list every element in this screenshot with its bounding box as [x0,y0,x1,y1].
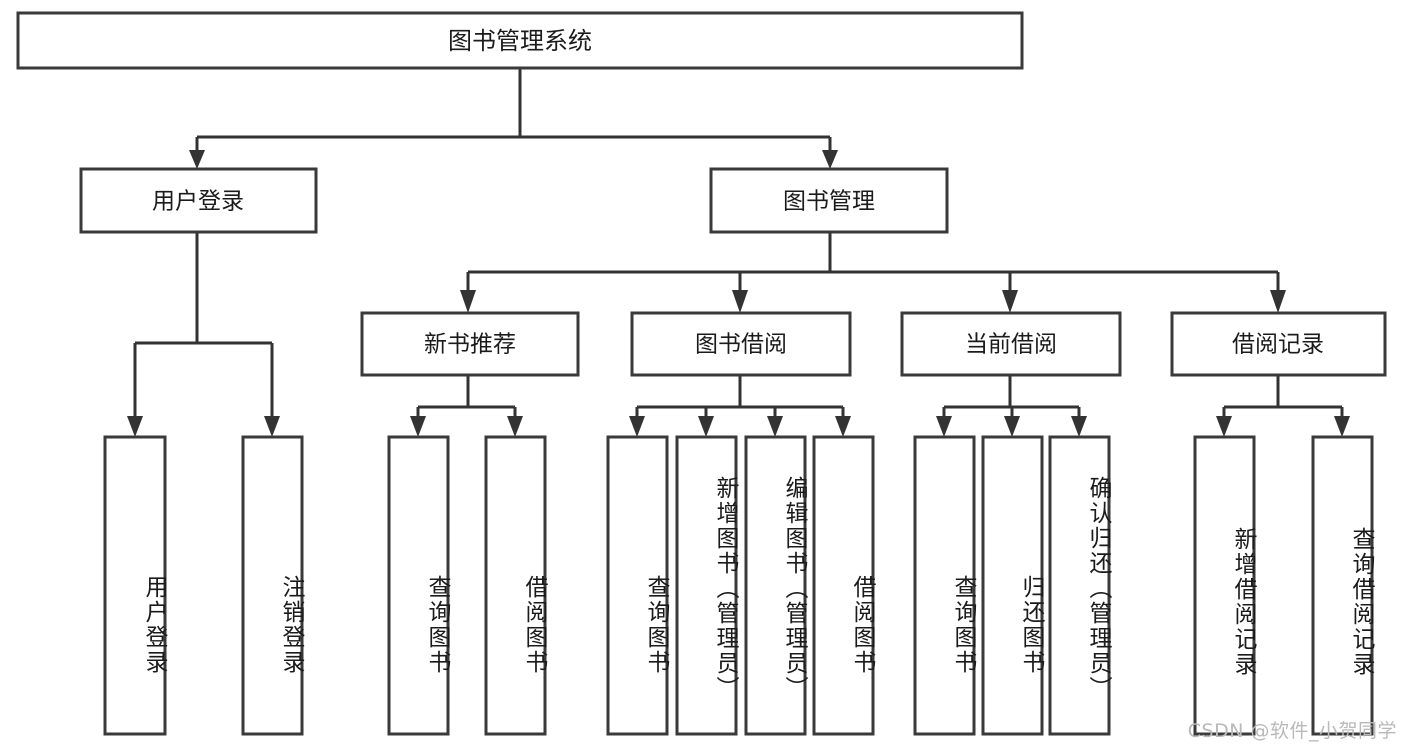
node-current-borrow-box[interactable] [900,311,1122,377]
node-borrow-record-label: 借阅记录 [1232,332,1324,358]
leaf-box-query-book-2[interactable] [606,435,669,736]
node-root[interactable]: 图书管理系统 [16,11,1024,70]
leaf-box-query-book-1[interactable] [387,435,450,736]
node-current-borrow[interactable]: 当前借阅 [900,311,1122,377]
node-borrow-record[interactable]: 借阅记录 [1170,311,1387,377]
arrow-to-leaf-add-record [1216,416,1232,437]
leaf-box-edit-book[interactable] [744,435,807,736]
arrow-to-leaf-edit-book [767,416,783,437]
arrow-to-leaf-borrow-book-1 [507,416,523,437]
node-new-book-recommend[interactable]: 新书推荐 [360,311,580,377]
node-new-book-recommend-label: 新书推荐 [424,332,516,358]
node-user-login[interactable]: 用户登录 [79,167,318,234]
edges-layer [127,68,1350,437]
nodes-layer: 图书管理系统 用户登录 图书管理 新书推荐 图书借阅 [16,11,1387,736]
node-book-manage[interactable]: 图书管理 [709,167,949,234]
node-book-manage-box[interactable] [709,167,949,234]
arrow-to-book-manage [822,150,838,169]
node-root-label: 图书管理系统 [448,27,592,55]
arrow-to-leaf-confirm-return [1071,416,1087,437]
arrow-to-leaf-user-login [127,416,143,437]
arrow-to-book-borrow [732,290,748,313]
node-book-borrow-label: 图书借阅 [695,332,787,358]
node-book-manage-label: 图书管理 [783,189,875,215]
leaf-box-logout-login[interactable] [241,435,304,736]
arrow-to-borrow-record [1270,290,1286,313]
arrow-to-leaf-query-book-1 [410,416,426,437]
node-root-box[interactable] [16,11,1024,70]
leaf-box-add-record[interactable] [1193,435,1256,736]
arrow-to-leaf-logout-login [264,416,280,437]
node-current-borrow-label: 当前借阅 [965,332,1057,358]
arrow-to-leaf-query-book-3 [936,416,952,437]
arrow-to-new-book-recommend [460,290,476,313]
arrow-to-leaf-borrow-book-2 [835,416,851,437]
node-user-login-box[interactable] [79,167,318,234]
arrow-to-user-login [189,150,205,169]
node-new-book-recommend-box[interactable] [360,311,580,377]
node-user-login-label: 用户登录 [152,189,244,215]
leaf-box-query-record[interactable] [1311,435,1374,736]
leaf-box-borrow-book-1[interactable] [484,435,547,736]
node-book-borrow[interactable]: 图书借阅 [630,311,852,377]
leaf-box-query-book-3[interactable] [913,435,976,736]
leaf-box-return-book[interactable] [981,435,1044,736]
node-borrow-record-box[interactable] [1170,311,1387,377]
node-book-borrow-box[interactable] [630,311,852,377]
arrow-to-current-borrow [1002,290,1018,313]
leaf-box-confirm-return[interactable] [1048,435,1111,736]
arrow-to-leaf-add-book [698,416,714,437]
arrow-to-leaf-query-book-2 [629,416,645,437]
leaf-box-user-login[interactable] [103,435,167,736]
arrow-to-leaf-query-record [1334,416,1350,437]
arrow-to-leaf-return-book [1004,416,1020,437]
leaf-box-add-book[interactable] [675,435,738,736]
leaf-box-borrow-book-2[interactable] [812,435,875,736]
csdn-watermark: CSDN @软件_小贺同学 [1187,720,1397,742]
